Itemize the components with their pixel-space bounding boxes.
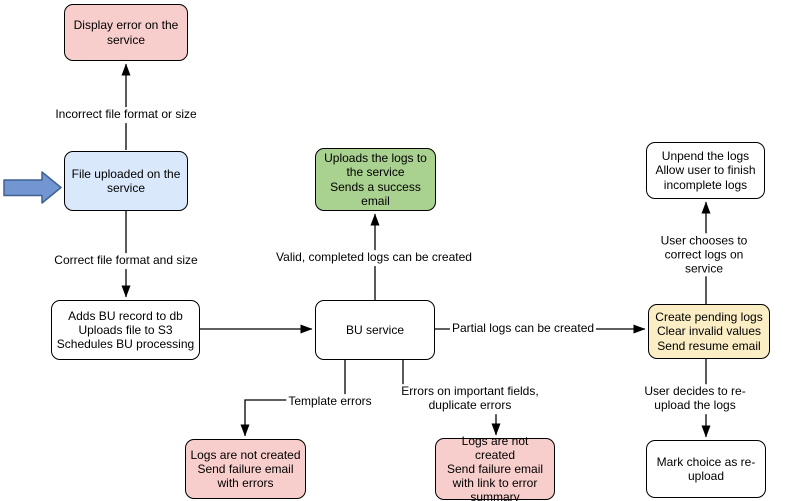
node-file-uploaded: File uploaded on the service [64, 151, 188, 211]
node-logs-not-created-summary: Logs are not created Send failure email … [435, 434, 555, 501]
node-display-error: Display error on the service [64, 4, 188, 61]
node-mark-reupload: Mark choice as re- upload [646, 440, 766, 498]
node-unpend-logs: Unpend the logs Allow user to finish inc… [646, 142, 765, 199]
edge-label-correct-format: Correct file format and size [52, 253, 200, 269]
node-uploads-logs-success: Uploads the logs to the service Sends a … [315, 148, 436, 211]
node-create-pending-logs: Create pending logs Clear invalid values… [648, 304, 770, 359]
node-logs-not-created-errors: Logs are not created Send failure email … [185, 439, 306, 499]
edge-label-valid-completed: Valid, completed logs can be created [274, 250, 474, 266]
edge-label-user-decides: User decides to re-upload the logs [642, 384, 748, 414]
entry-arrow-icon [3, 171, 62, 204]
edge-label-field-errors: Errors on important fields, duplicate er… [399, 384, 541, 414]
edge-label-template-errors: Template errors [286, 394, 374, 410]
node-adds-bu-record: Adds BU record to db Uploads file to S3 … [51, 300, 200, 360]
edge-label-partial-logs: Partial logs can be created [449, 321, 597, 337]
edge-label-incorrect-format: Incorrect file format or size [53, 107, 199, 123]
node-bu-service: BU service [315, 300, 435, 360]
edge-label-user-chooses: User chooses to correct logs on service [655, 233, 753, 277]
